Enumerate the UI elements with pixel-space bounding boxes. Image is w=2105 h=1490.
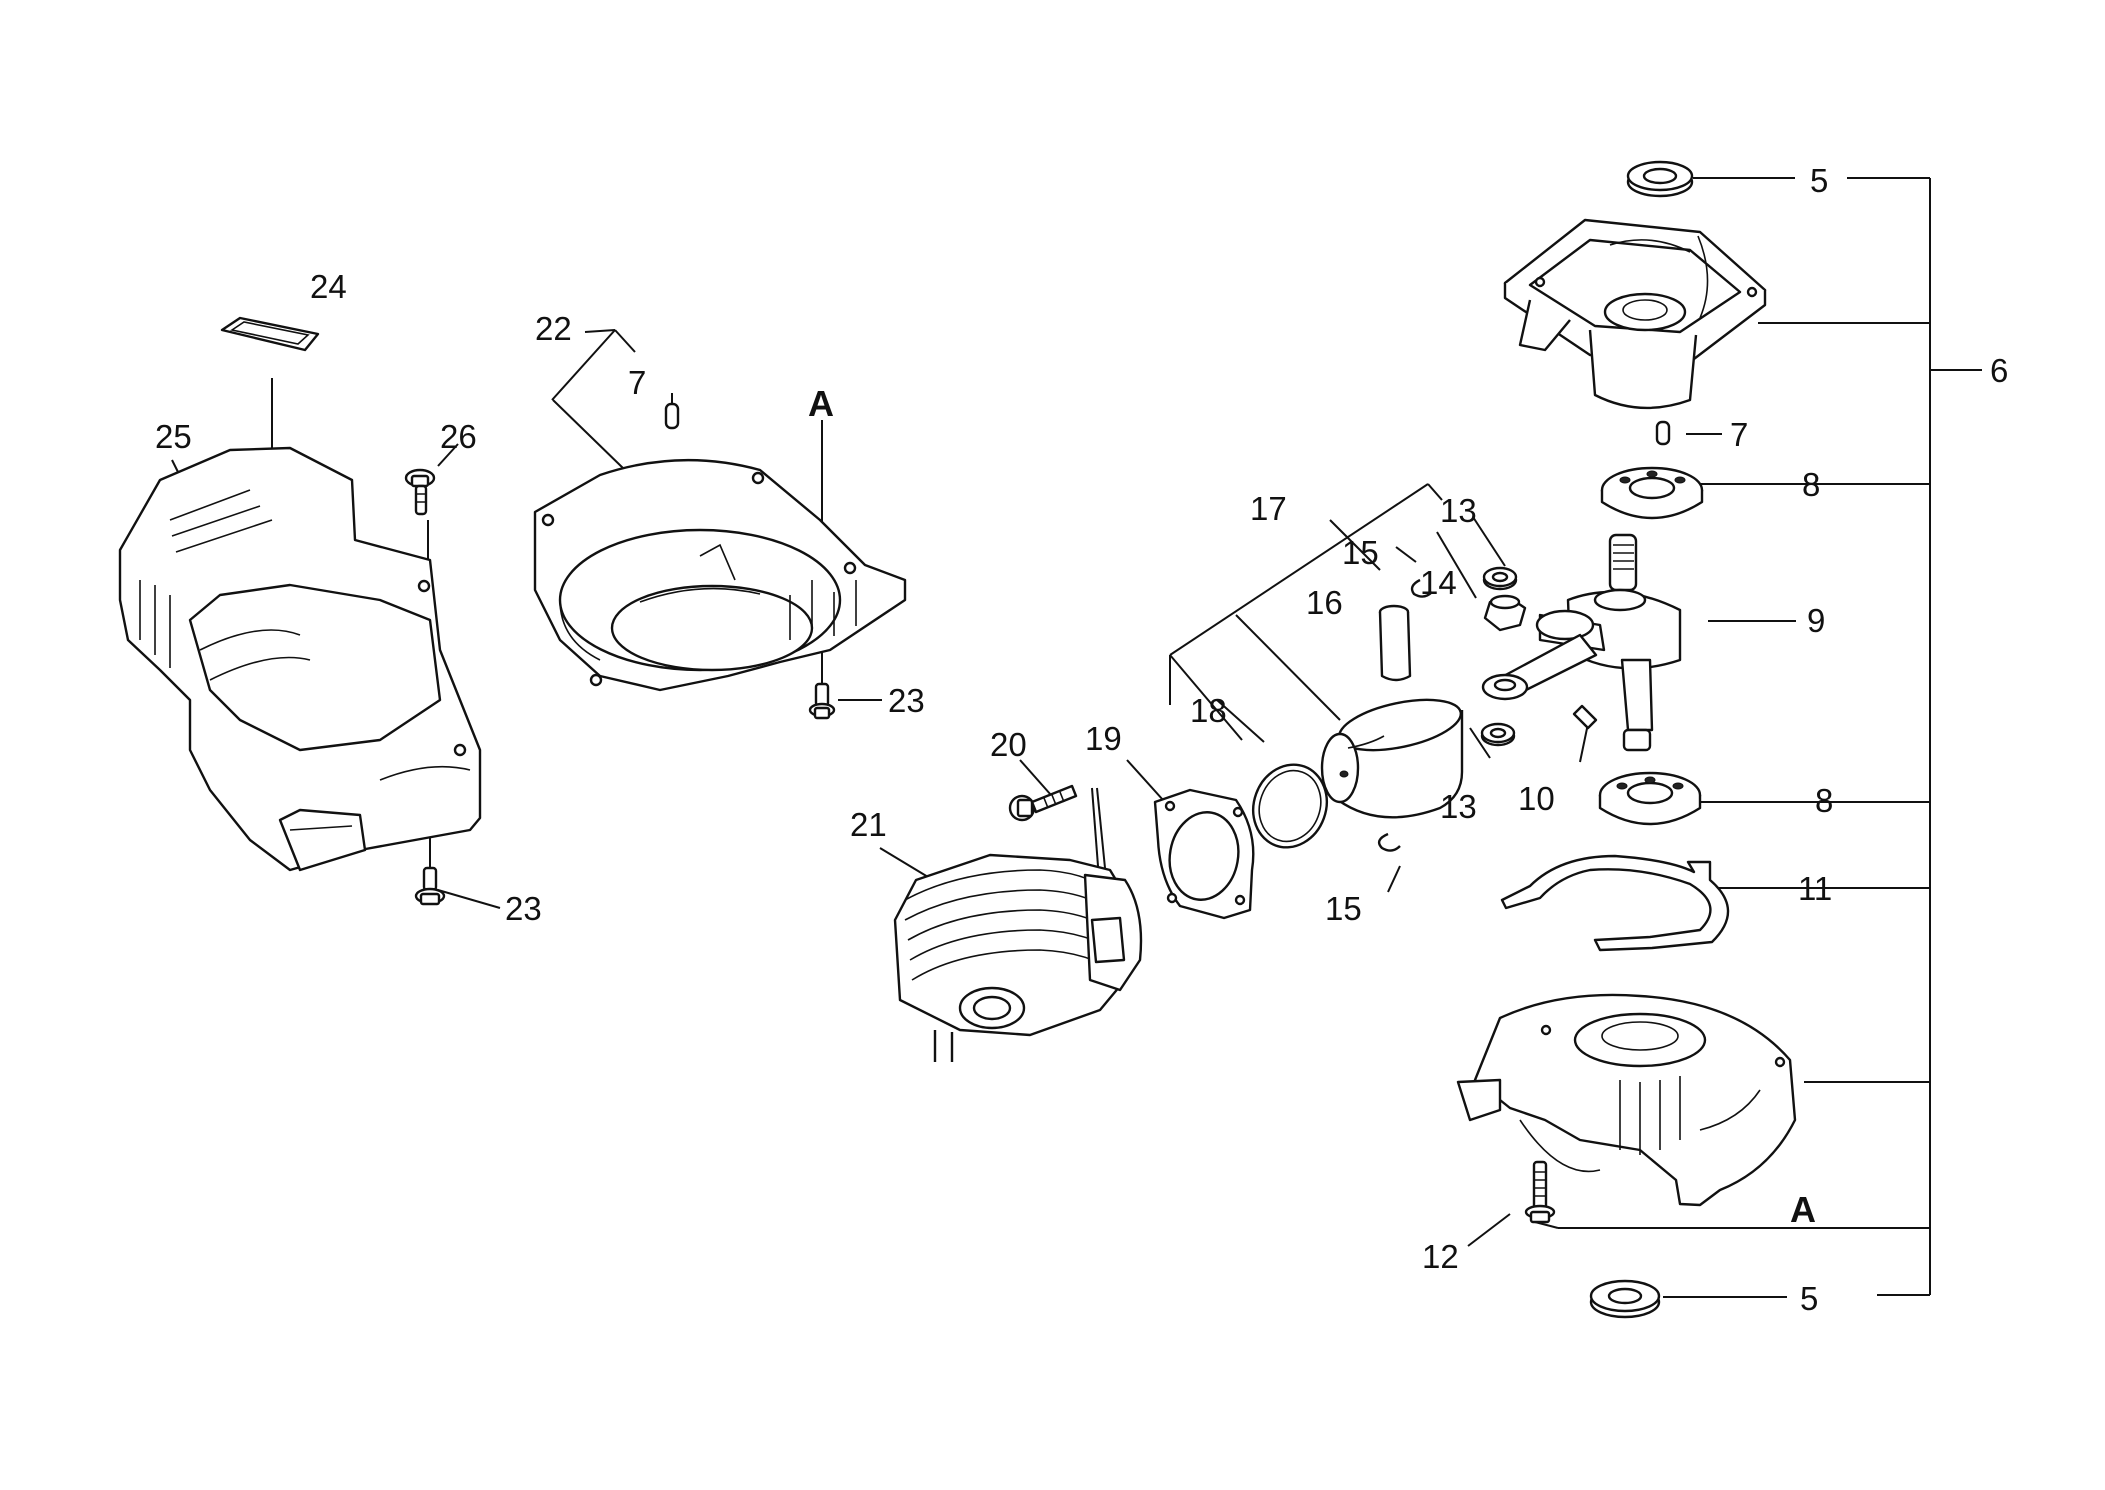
washer-bottom xyxy=(1480,722,1516,747)
callout-23-left: 23 xyxy=(505,890,542,927)
callout-16: 16 xyxy=(1306,584,1343,621)
callout-26: 26 xyxy=(440,418,477,455)
cylinder-gasket xyxy=(1153,788,1255,920)
bearing-bottom xyxy=(1598,771,1702,826)
callout-8-bottom: 8 xyxy=(1815,782,1833,819)
dowel-pin-left xyxy=(664,402,680,430)
callout-15-bottom: 15 xyxy=(1325,890,1362,927)
crankshaft xyxy=(1481,533,1682,752)
callout-labels: 5 6 7 8 9 13 17 15 14 16 18 13 10 8 19 2… xyxy=(155,162,2008,1317)
needle-bearing xyxy=(1483,594,1527,632)
crankcase-bolt xyxy=(1524,1160,1556,1224)
cylinder-cover xyxy=(118,446,482,872)
bearing-top xyxy=(1600,466,1704,520)
marker-a-bottom: A xyxy=(1790,1189,1816,1230)
callout-22: 22 xyxy=(535,310,572,347)
piston xyxy=(1320,698,1464,819)
callout-24: 24 xyxy=(310,268,347,305)
crankcase-gasket xyxy=(1500,854,1730,952)
key xyxy=(1572,704,1598,730)
callout-10: 10 xyxy=(1518,780,1555,817)
piston-pin-clip-top xyxy=(1410,578,1433,598)
cover-label xyxy=(220,316,320,352)
piston-pin-clip-bottom xyxy=(1377,832,1401,852)
callout-13-bottom: 13 xyxy=(1440,788,1477,825)
callout-15-top: 15 xyxy=(1342,534,1379,571)
crankcase-upper xyxy=(1503,218,1767,410)
callout-25: 25 xyxy=(155,418,192,455)
callout-8-top: 8 xyxy=(1802,466,1820,503)
callout-12: 12 xyxy=(1422,1238,1459,1275)
oil-seal-bottom xyxy=(1589,1279,1661,1319)
callout-21: 21 xyxy=(850,806,887,843)
callout-20: 20 xyxy=(990,726,1027,763)
callout-7-left: 7 xyxy=(628,364,646,401)
fan-housing xyxy=(533,458,907,692)
piston-ring xyxy=(1252,763,1328,849)
callout-13-top: 13 xyxy=(1440,492,1477,529)
fan-housing-screw xyxy=(808,682,836,720)
callout-7-right: 7 xyxy=(1730,416,1748,453)
callout-5-top: 5 xyxy=(1810,162,1828,199)
callout-5-bottom: 5 xyxy=(1800,1280,1818,1317)
dowel-pin-right xyxy=(1655,420,1671,446)
callout-17: 17 xyxy=(1250,490,1287,527)
cover-screw-bottom xyxy=(414,866,446,906)
callout-18: 18 xyxy=(1190,692,1227,729)
piston-pin xyxy=(1378,604,1412,682)
cylinder xyxy=(893,853,1143,1062)
callout-14: 14 xyxy=(1420,564,1457,601)
callout-9: 9 xyxy=(1807,602,1825,639)
cylinder-bolt xyxy=(1008,784,1078,822)
callout-19: 19 xyxy=(1085,720,1122,757)
oil-seal-top xyxy=(1626,160,1694,198)
callout-23-mid: 23 xyxy=(888,682,925,719)
callout-11: 11 xyxy=(1798,870,1832,907)
marker-a-top: A xyxy=(808,383,834,424)
callout-6: 6 xyxy=(1990,352,2008,389)
washer-top xyxy=(1482,566,1518,591)
cover-screw-top xyxy=(404,468,436,516)
crankcase-lower xyxy=(1456,993,1797,1207)
